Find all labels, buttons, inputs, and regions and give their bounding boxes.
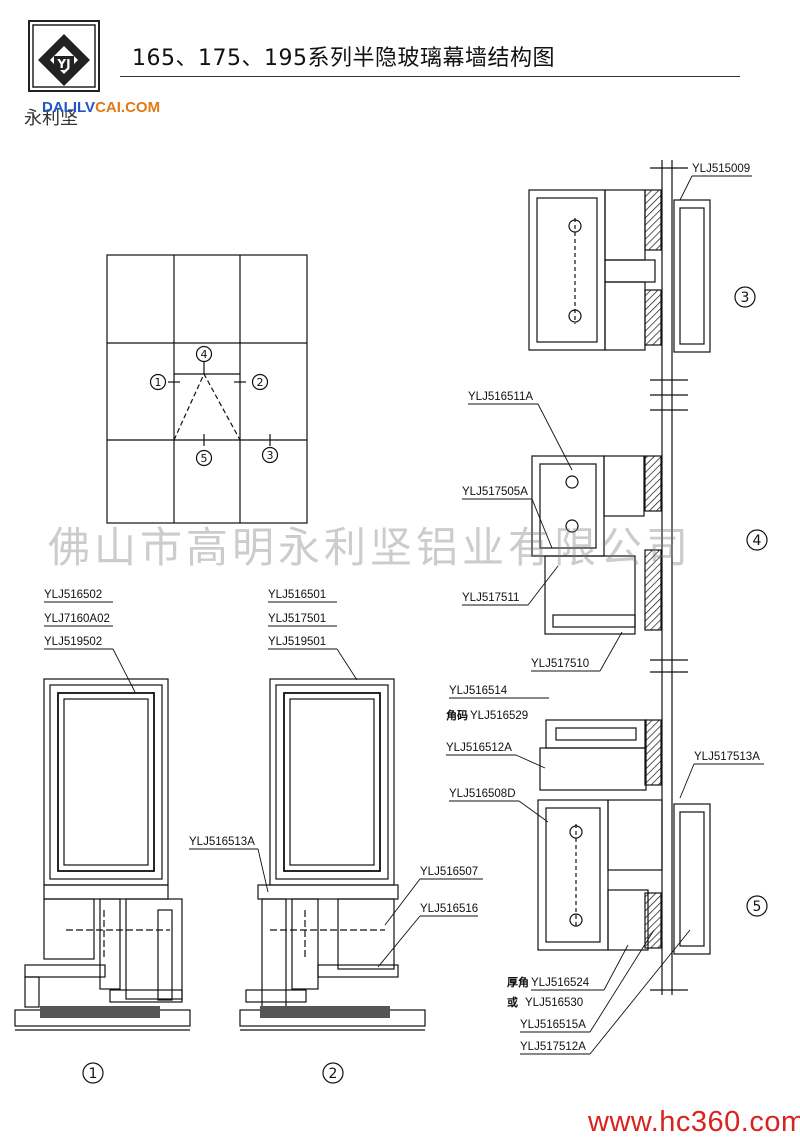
grid-marker-3: 3	[267, 449, 274, 462]
section-detail-1	[14, 678, 191, 1084]
label-ylj516507: YLJ516507	[420, 866, 478, 878]
label-ylj517505a: YLJ517505A	[462, 486, 528, 498]
grid-marker-4: 4	[201, 348, 208, 361]
elevation-grid	[106, 254, 308, 524]
logo-website: DALILVCAI.COM	[42, 99, 160, 116]
label-ylj517501: YLJ517501	[268, 613, 326, 625]
label-prefix-huo: 或	[507, 995, 518, 1009]
label-ylj517512a: YLJ517512A	[520, 1041, 586, 1053]
label-ylj516508d: YLJ516508D	[449, 788, 516, 800]
label-ylj516514: YLJ516514	[449, 685, 508, 697]
grid-marker-2: 2	[257, 376, 264, 389]
logo-chinese-name: 永利坚	[24, 108, 78, 129]
section-detail-3	[528, 189, 756, 353]
section-detail-4	[531, 455, 768, 635]
logo-url-part-1: DALILV	[42, 99, 96, 116]
label-ylj516524: YLJ516524	[531, 977, 590, 989]
label-ylj7160a02: YLJ7160A02	[44, 613, 110, 625]
title-underline	[120, 76, 740, 77]
label-ylj517511: YLJ517511	[462, 592, 519, 604]
label-ylj516529: YLJ516529	[470, 710, 528, 722]
grid-marker-1: 1	[155, 376, 162, 389]
label-ylj519501: YLJ519501	[268, 636, 326, 648]
grid-marker-5: 5	[201, 452, 208, 465]
label-ylj516513a: YLJ516513A	[189, 836, 255, 848]
logo-url-part-2: CAI.COM	[95, 99, 161, 116]
label-ylj516516: YLJ516516	[420, 903, 478, 915]
detail-number-1: 1	[89, 1066, 98, 1082]
label-ylj515009: YLJ515009	[692, 163, 750, 175]
label-ylj516512a: YLJ516512A	[446, 742, 512, 754]
label-ylj517513a: YLJ517513A	[694, 751, 760, 763]
detail-number-4: 4	[753, 533, 762, 549]
detail-number-5: 5	[753, 899, 762, 915]
label-ylj516501: YLJ516501	[268, 589, 326, 601]
section-detail-5	[537, 719, 768, 955]
company-watermark: 佛山市高明永利坚铝业有限公司	[48, 523, 693, 572]
company-logo: YJ	[28, 20, 100, 92]
detail-number-3: 3	[741, 290, 750, 306]
label-ylj516511a: YLJ516511A	[468, 391, 533, 403]
label-ylj517510: YLJ517510	[531, 658, 589, 670]
label-ylj516530: YLJ516530	[525, 997, 583, 1009]
label-ylj516515a: YLJ516515A	[520, 1019, 586, 1031]
footer-website: www.hc360.com	[588, 1106, 800, 1138]
label-ylj519502: YLJ519502	[44, 636, 102, 648]
label-prefix-houjiao: 厚角	[507, 975, 529, 989]
svg-text:YJ: YJ	[56, 57, 70, 71]
section-detail-2	[239, 678, 426, 1084]
label-ylj516502: YLJ516502	[44, 589, 102, 601]
detail-number-2: 2	[329, 1066, 338, 1082]
page-title: 165、175、195系列半隐玻璃幕墙结构图	[132, 46, 555, 71]
label-prefix-jiaoma: 角码	[446, 708, 468, 722]
